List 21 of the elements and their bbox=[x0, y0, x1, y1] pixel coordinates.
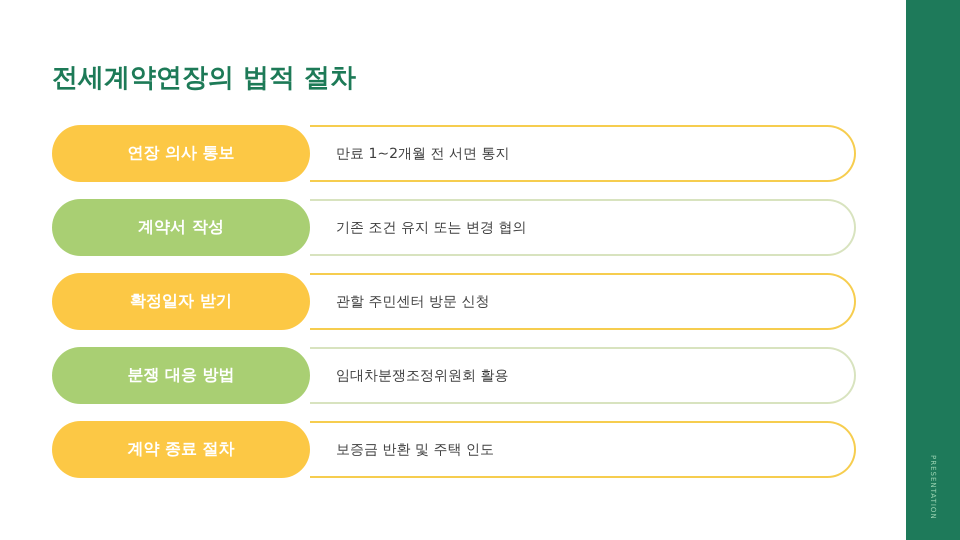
step-title: 확정일자 받기 bbox=[130, 291, 232, 312]
step-pill bbox=[52, 273, 310, 330]
step-description: 기존 조건 유지 또는 변경 협의 bbox=[336, 218, 526, 236]
step-title: 계약서 작성 bbox=[138, 217, 224, 238]
step-title: 분쟁 대응 방법 bbox=[127, 365, 235, 386]
description-pill bbox=[310, 421, 856, 478]
description-pill bbox=[310, 125, 856, 182]
slide-title: 전세계약연장의 법적 절차 bbox=[52, 62, 356, 95]
step-pill bbox=[52, 199, 310, 256]
step-description: 관할 주민센터 방문 신청 bbox=[336, 292, 490, 310]
description-pill bbox=[310, 199, 856, 256]
step-pill bbox=[52, 347, 310, 404]
step-title: 계약 종료 절차 bbox=[127, 439, 235, 460]
step-title: 연장 의사 통보 bbox=[127, 143, 235, 164]
step-description: 만료 1~2개월 전 서면 통지 bbox=[336, 144, 510, 162]
description-pill bbox=[310, 347, 856, 404]
step-pill bbox=[52, 421, 310, 478]
step-description: 임대차분쟁조정위원회 활용 bbox=[336, 366, 508, 384]
step-pill bbox=[52, 125, 310, 182]
step-description: 보증금 반환 및 주택 인도 bbox=[336, 440, 494, 458]
description-pill bbox=[310, 273, 856, 330]
